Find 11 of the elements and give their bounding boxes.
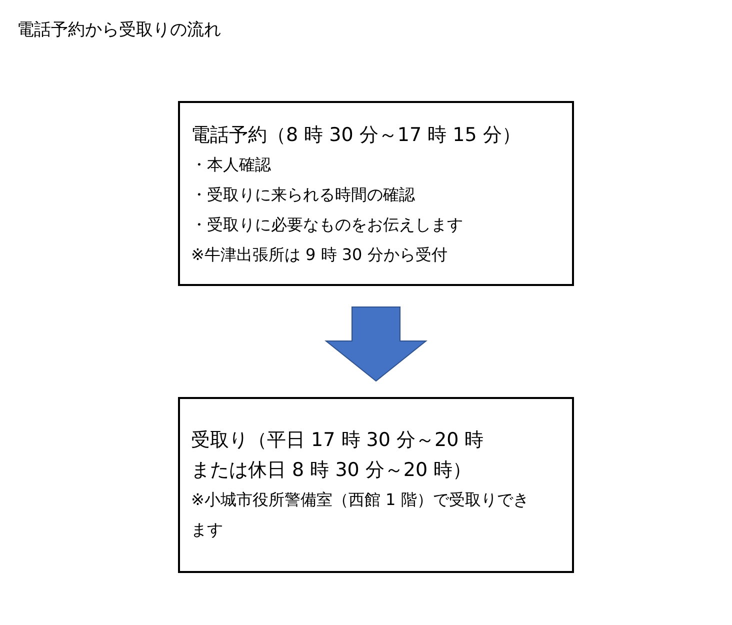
box-heading: 電話予約（8 時 30 分～17 時 15 分） bbox=[191, 123, 522, 148]
bullet-item: ・本人確認 bbox=[191, 154, 272, 176]
bullet-item: ・受取りに必要なものをお伝えします bbox=[191, 214, 464, 236]
bullet-item: ・受取りに来られる時間の確認 bbox=[191, 184, 416, 206]
process-box bbox=[178, 397, 574, 573]
note-text: ※小城市役所警備室（西館 1 階）で受取りできます bbox=[191, 489, 530, 541]
block-arrow bbox=[324, 306, 428, 382]
process-box bbox=[178, 101, 574, 286]
box-heading: 受取り（平日 17 時 30 分～20 時または休日 8 時 30 分～20 時） bbox=[191, 428, 485, 483]
diagram-title: 電話予約から受取りの流れ bbox=[17, 19, 221, 41]
note-text: ※牛津出張所は 9 時 30 分から受付 bbox=[191, 244, 448, 266]
